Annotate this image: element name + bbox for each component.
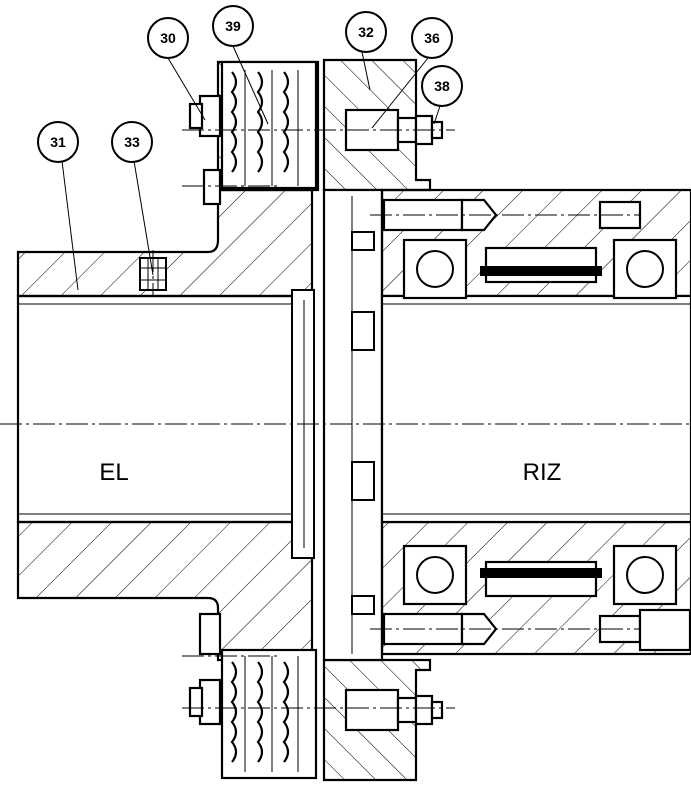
left-hub-part-31 bbox=[16, 188, 314, 662]
balloon-33: 33 bbox=[111, 121, 153, 163]
svg-text:33: 33 bbox=[124, 134, 140, 150]
svg-text:32: 32 bbox=[358, 24, 374, 40]
balloon-36: 36 bbox=[411, 17, 453, 59]
upper-flange-left bbox=[216, 60, 320, 192]
balloon-38: 38 bbox=[421, 65, 463, 107]
left-shaft-label: EL bbox=[99, 459, 128, 486]
svg-text:31: 31 bbox=[50, 134, 66, 150]
lower-flange-left bbox=[220, 648, 318, 780]
balloon-39: 39 bbox=[212, 5, 254, 47]
svg-text:39: 39 bbox=[225, 18, 241, 34]
balloon-32: 32 bbox=[345, 11, 387, 53]
balloon-31: 31 bbox=[37, 121, 79, 163]
right-shaft-label: RIZ bbox=[523, 459, 562, 486]
bolts-part-30 bbox=[188, 94, 222, 726]
bearings bbox=[402, 238, 678, 606]
centerlines bbox=[0, 129, 691, 709]
svg-text:38: 38 bbox=[434, 78, 450, 94]
svg-text:30: 30 bbox=[160, 30, 176, 46]
leader-lines bbox=[61, 45, 441, 291]
svg-text:36: 36 bbox=[424, 30, 440, 46]
balloon-30: 30 bbox=[147, 17, 189, 59]
